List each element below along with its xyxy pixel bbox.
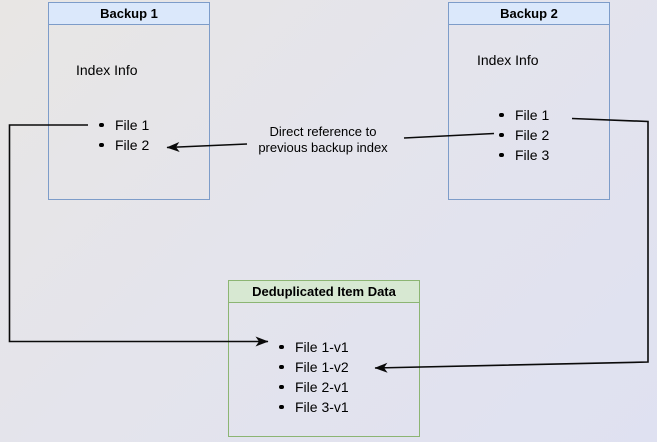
edge-label-line2: previous backup index xyxy=(258,140,388,155)
list-item: File 2 xyxy=(99,135,149,155)
edge-label-direct-reference: Direct reference to previous backup inde… xyxy=(238,124,408,156)
list-item: File 3-v1 xyxy=(279,397,349,417)
list-item: File 2-v1 xyxy=(279,377,349,397)
backup2-box: Backup 2 Index Info File 1 File 2 File 3 xyxy=(448,2,610,200)
backup1-subtitle: Index Info xyxy=(76,62,138,78)
backup2-title: Backup 2 xyxy=(449,3,609,25)
dedup-file-list: File 1-v1 File 1-v2 File 2-v1 File 3-v1 xyxy=(279,337,349,417)
list-item: File 2 xyxy=(499,125,549,145)
backup1-title: Backup 1 xyxy=(49,3,209,25)
list-item: File 1 xyxy=(499,105,549,125)
backup2-file-list: File 1 File 2 File 3 xyxy=(499,105,549,165)
list-item: File 1-v2 xyxy=(279,357,349,377)
dedup-title: Deduplicated Item Data xyxy=(229,281,419,303)
edge-label-line1: Direct reference to xyxy=(269,124,377,139)
backup2-subtitle: Index Info xyxy=(477,52,539,68)
backup1-file-list: File 1 File 2 xyxy=(99,115,149,155)
list-item: File 1-v1 xyxy=(279,337,349,357)
list-item: File 3 xyxy=(499,145,549,165)
list-item: File 1 xyxy=(99,115,149,135)
dedup-box: Deduplicated Item Data File 1-v1 File 1-… xyxy=(228,280,420,437)
backup1-box: Backup 1 Index Info File 1 File 2 xyxy=(48,2,210,200)
